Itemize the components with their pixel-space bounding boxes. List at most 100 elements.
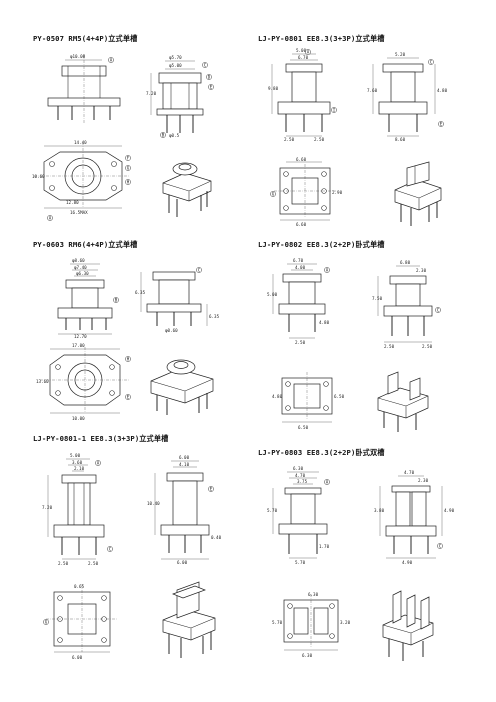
dim-label: 5.00 bbox=[267, 292, 278, 297]
drawing-0801-3d bbox=[394, 161, 442, 226]
dim-label: 5.70 bbox=[272, 620, 283, 625]
dim-label: 5.00 bbox=[296, 48, 307, 53]
dim-label: 6.35 bbox=[135, 290, 146, 295]
dim-label: φ5.70 bbox=[169, 55, 182, 60]
drawing-py0507-front: φ10.00 A bbox=[47, 54, 121, 124]
dim-label: 7.20 bbox=[146, 91, 157, 96]
dim-label: 2.30 bbox=[418, 478, 429, 483]
dim-label: 12.70 bbox=[74, 334, 87, 339]
dim-label: 12.80 bbox=[66, 200, 79, 205]
dim-label: 1.70 bbox=[319, 544, 330, 549]
callout-letter: C bbox=[430, 59, 433, 64]
callout-letter: B bbox=[162, 132, 165, 137]
section-title-4: LJ-PY-0801-1 EE8.3(3+3P)立式单槽 bbox=[33, 434, 169, 443]
dim-label: 6.30 bbox=[302, 653, 313, 658]
dim-label: 2.50 bbox=[295, 340, 306, 345]
dim-label: 0.65 bbox=[74, 584, 85, 589]
callout-letter: A bbox=[49, 215, 52, 220]
dim-label: 2.50 bbox=[58, 561, 69, 566]
dim-label: φ8.60 bbox=[72, 258, 85, 263]
callout-letter: B bbox=[115, 297, 118, 302]
callout-letter: E bbox=[210, 84, 213, 89]
section-title-0: PY-0507 RM5(4+4P)立式单槽 bbox=[33, 34, 138, 43]
dim-label: φ10.00 bbox=[70, 54, 86, 59]
callout-letter: C bbox=[204, 62, 207, 67]
callout-letter: C bbox=[437, 307, 440, 312]
dim-label: 13.60 bbox=[36, 379, 49, 384]
dim-label: 6.50 bbox=[334, 394, 345, 399]
drawing-0802-top: 6.50 4.80 6.50 bbox=[272, 372, 345, 430]
dim-label: 8.60 bbox=[395, 137, 406, 142]
callout-letter: G bbox=[272, 191, 275, 196]
dim-label: 2.30 bbox=[416, 268, 427, 273]
dim-label: 7.60 bbox=[367, 88, 378, 93]
dim-label: 14.40 bbox=[74, 140, 87, 145]
dim-label: 2.50 bbox=[314, 137, 325, 142]
callout-letter: G bbox=[45, 619, 48, 624]
dim-label: 5.00 bbox=[70, 453, 81, 458]
callout-letter: H bbox=[127, 179, 130, 184]
dim-label: 3.60 bbox=[72, 460, 83, 465]
dim-label: 4.80 bbox=[272, 394, 283, 399]
dim-label: 3.80 bbox=[374, 508, 385, 513]
dim-label: 3.75 bbox=[297, 479, 308, 484]
drawing-0802-3d bbox=[377, 371, 429, 432]
dim-label: 6.30 bbox=[308, 592, 319, 597]
dim-label: 5.70 bbox=[295, 560, 306, 565]
drawing-0801-side: 5.20 7.60 4.80 8.60 C E bbox=[367, 52, 448, 142]
callout-letter: I bbox=[333, 107, 336, 112]
callout-letter: F bbox=[127, 155, 130, 160]
dim-label: 9.80 bbox=[268, 86, 279, 91]
dim-label: 17.00 bbox=[72, 343, 85, 348]
drawing-py0507-3d bbox=[162, 162, 212, 217]
dim-label: 4.80 bbox=[437, 88, 448, 93]
drawing-08011-3d bbox=[162, 581, 216, 658]
dim-label: 6.50 bbox=[298, 425, 309, 430]
dim-label: 3.20 bbox=[340, 620, 351, 625]
callout-letter: E bbox=[440, 121, 443, 126]
dim-label: 2.50 bbox=[88, 561, 99, 566]
dim-label: 10.40 bbox=[147, 501, 160, 506]
drawing-0603-3d bbox=[150, 359, 214, 415]
drawing-0802-front: 6.70 4.00 5.00 2.50 4.80 A bbox=[267, 258, 330, 345]
dim-label: 5.70 bbox=[267, 508, 278, 513]
drawing-08011-top: 0.65 6.00 G bbox=[43, 584, 118, 660]
drawing-0603-top: 17.00 10.00 13.60 H E bbox=[36, 343, 131, 421]
dim-label: 2.50 bbox=[284, 137, 295, 142]
dim-label: 4.00 bbox=[295, 265, 306, 270]
label-letter: A bbox=[110, 57, 113, 62]
callout-letter: C bbox=[109, 546, 112, 551]
dim-label: 6.70 bbox=[298, 55, 309, 60]
section-title-3: LJ-PY-0802 EE8.3(2+2P)卧式单槽 bbox=[258, 240, 385, 249]
drawing-0803-3d bbox=[382, 590, 434, 661]
drawing-0603-front: φ8.60 φ7.40 φ6.30 12.70 B bbox=[57, 258, 119, 339]
dim-label: 4.90 bbox=[444, 508, 455, 513]
dim-label: 2.10 bbox=[74, 466, 85, 471]
callout-letter: A bbox=[326, 479, 329, 484]
dim-label: 5.20 bbox=[395, 52, 406, 57]
dim-label: 6.00 bbox=[179, 455, 190, 460]
section-title-5: LJ-PY-0803 EE8.3(2+2P)卧式双槽 bbox=[258, 448, 385, 457]
callout-letter: H bbox=[127, 356, 130, 361]
drawing-py0507-top: 14.40 16.5MAX 12.80 10.60 F G H A bbox=[32, 140, 131, 221]
dim-label: 6.60 bbox=[296, 157, 307, 162]
callout-letter: C bbox=[198, 267, 201, 272]
dim-label: 4.90 bbox=[402, 560, 413, 565]
dim-label: 10.60 bbox=[32, 174, 45, 179]
dim-label: 6.00 bbox=[72, 655, 83, 660]
callout-letter: A bbox=[97, 460, 100, 465]
drawing-0803-side: 4.70 2.30 3.80 4.90 4.90 C bbox=[374, 470, 455, 565]
callout-letter: E bbox=[127, 394, 130, 399]
drawing-08011-side: 6.00 4.10 10.40 0.40 6.00 E bbox=[147, 455, 222, 565]
dim-label: 4.70 bbox=[295, 473, 306, 478]
drawing-0803-top: 6.30 6.30 5.70 3.20 bbox=[272, 592, 351, 658]
drawing-0803-front: 6.30 4.70 3.75 5.70 1.70 5.70 A bbox=[267, 466, 330, 565]
callout-letter: G bbox=[127, 165, 130, 170]
dim-label: 6.35 bbox=[209, 314, 220, 319]
dim-label: 16.5MAX bbox=[70, 210, 88, 215]
dim-label: 6.60 bbox=[296, 222, 307, 227]
dim-label: 0.40 bbox=[211, 535, 222, 540]
